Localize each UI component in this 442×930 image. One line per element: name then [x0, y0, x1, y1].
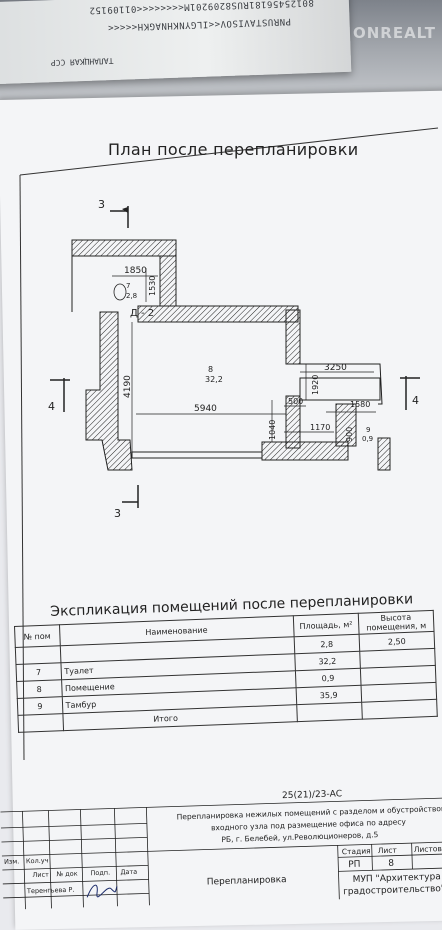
col-izm: Изм. — [3, 857, 20, 866]
section-marker-top: 3 — [98, 198, 129, 228]
explication-table: № пом Наименование Площадь, м² Высота по… — [14, 610, 438, 733]
section-label-right: 4 — [412, 394, 419, 407]
dim-1580: 1580 — [350, 400, 370, 409]
title-block-grid — [0, 797, 442, 910]
watermark: ONREALT — [352, 24, 436, 42]
room-9-area: 0,9 — [362, 435, 373, 443]
stage-value: РП — [348, 859, 361, 871]
room-9-number: 9 — [366, 426, 370, 434]
row-height — [361, 699, 438, 720]
row-num — [15, 645, 61, 665]
dim-5940: 5940 — [194, 404, 217, 414]
signature — [86, 884, 118, 898]
floor-plan: 3 3 4 4 — [48, 198, 420, 520]
room-8-area: 32,2 — [205, 375, 223, 384]
section-marker-bottom: 3 — [114, 485, 139, 520]
dim-1170: 1170 — [310, 423, 330, 432]
col-doc: № док — [56, 869, 78, 879]
section-label-left: 4 — [48, 400, 55, 413]
row-num: 9 — [17, 696, 63, 716]
title-block: 25(21)/23-АС Перепланировка нежилых поме… — [0, 784, 442, 910]
door-label: Д - 2 — [130, 308, 154, 319]
header-num: № пом — [14, 624, 60, 648]
dimension-lines — [112, 268, 376, 452]
room-7-area: 2,8 — [126, 292, 137, 300]
dim-3250: 3250 — [324, 363, 347, 373]
col-list: Лист — [32, 870, 50, 880]
dim-1530: 1530 — [148, 276, 157, 296]
background-photo: 80125456181RUS8209201M<<<<<<<<01109152 P… — [0, 0, 442, 108]
plan-title: План после перепланировки — [108, 140, 359, 159]
toilet-fixture-icon — [113, 283, 127, 301]
dim-1850: 1850 — [124, 266, 147, 276]
dim-1040: 1040 — [268, 420, 277, 440]
header-area: Площадь, м² — [293, 613, 359, 637]
col-sign: Подп. — [90, 868, 111, 878]
row-area — [296, 702, 363, 722]
section-marker-right: 4 — [400, 376, 420, 410]
section-label-top: 3 — [98, 198, 105, 211]
header-height: Высота помещения, м — [358, 610, 435, 635]
author-name: Теренгьева Р. — [26, 885, 75, 896]
row-num: 7 — [15, 662, 62, 682]
col-kol: Кол.уч — [25, 856, 49, 866]
dim-4190: 4190 — [123, 375, 133, 398]
row-num: 8 — [16, 679, 62, 699]
section-label-bottom: 3 — [114, 507, 121, 520]
row-num — [17, 713, 64, 733]
room-7-number: 7 — [126, 282, 130, 290]
sheet-value: 8 — [388, 858, 395, 869]
sheets-label: Листов — [413, 844, 442, 855]
room-8-number: 8 — [208, 365, 213, 374]
col-date: Дата — [120, 867, 138, 877]
walls — [71, 239, 391, 471]
project-code: 25(21)/23-АС — [281, 789, 343, 802]
dim-900: 900 — [345, 427, 354, 442]
dim-1920: 1920 — [311, 375, 320, 395]
dim-500: 500 — [288, 397, 303, 406]
section-marker-left: 4 — [48, 378, 70, 413]
stage-label: Стадия — [341, 846, 371, 857]
sheet-label: Лист — [377, 845, 397, 856]
